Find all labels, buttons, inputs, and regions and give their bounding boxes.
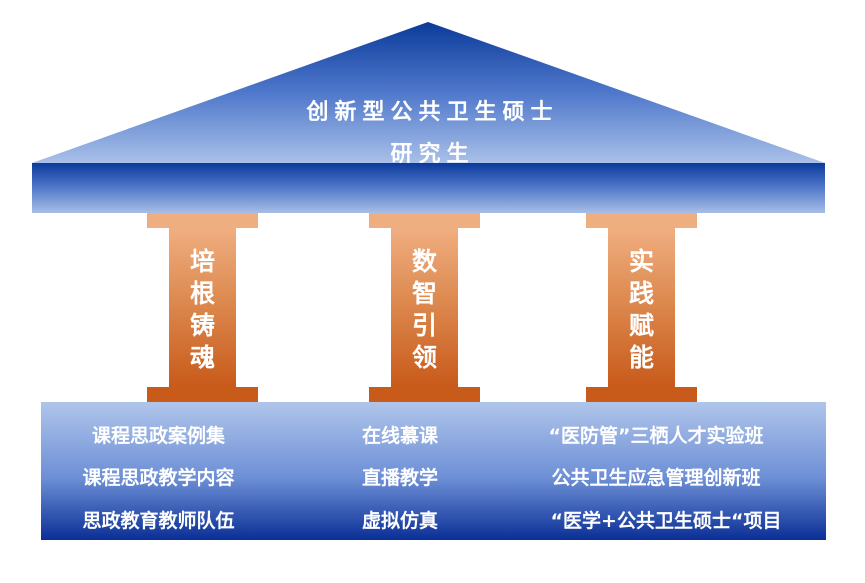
foundation-item: “医防管”三栖人才实验班 bbox=[548, 425, 764, 447]
pillar-label: 数智引领 bbox=[411, 247, 437, 372]
pillar-label: 培根铸魂 bbox=[189, 247, 215, 372]
pillar-base bbox=[369, 387, 480, 402]
pillar-3: 实践赋能 bbox=[586, 213, 697, 402]
pillar-label: 实践赋能 bbox=[628, 247, 654, 372]
foundation-item: 公共卫生应急管理创新班 bbox=[551, 467, 761, 489]
roof-title-line1: 创新型公共卫生硕士 bbox=[306, 100, 559, 125]
foundation-item: 课程思政教学内容 bbox=[82, 467, 235, 489]
pillar-shaft: 培根铸魂 bbox=[169, 228, 236, 387]
foundation-item: 直播教学 bbox=[361, 467, 438, 489]
pillar-capital bbox=[147, 213, 258, 228]
pillar-1: 培根铸魂 bbox=[147, 213, 258, 402]
foundation-item: 课程思政案例集 bbox=[91, 425, 225, 447]
pillar-capital bbox=[369, 213, 480, 228]
pillar-shaft: 实践赋能 bbox=[608, 228, 675, 387]
pillar-base bbox=[147, 387, 258, 402]
foundation-item: 在线慕课 bbox=[361, 425, 438, 447]
pillar-shaft: 数智引领 bbox=[391, 228, 458, 387]
foundation-item: 思政教育教师队伍 bbox=[82, 510, 235, 532]
pillar-2: 数智引领 bbox=[369, 213, 480, 402]
foundation-item: “医学+公共卫生硕士“项目 bbox=[550, 510, 782, 532]
pillar-capital bbox=[586, 213, 697, 228]
pillar-base bbox=[586, 387, 697, 402]
foundation: 课程思政案例集 课程思政教学内容 思政教育教师队伍 在线慕课 直播教学 虚拟仿真… bbox=[41, 402, 826, 540]
foundation-item: 虚拟仿真 bbox=[361, 510, 438, 532]
beam bbox=[32, 163, 825, 213]
roof-title-line2: 研究生 bbox=[390, 142, 475, 167]
roof-triangle bbox=[32, 22, 825, 163]
roof bbox=[32, 22, 825, 163]
